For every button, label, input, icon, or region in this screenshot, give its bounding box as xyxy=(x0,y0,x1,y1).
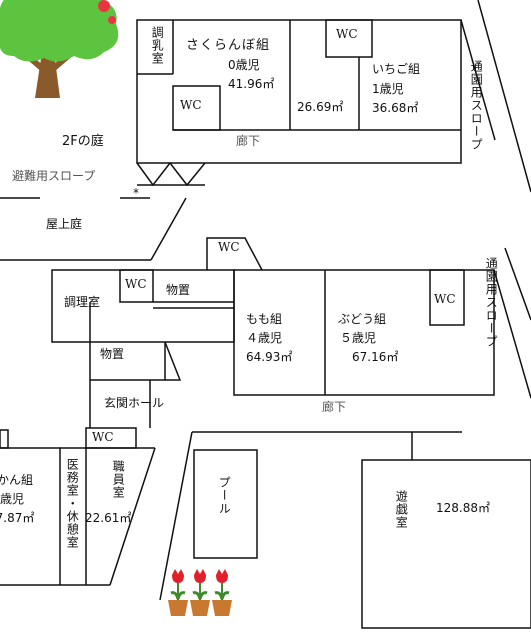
rooftop-garden-label: 屋上庭 xyxy=(46,217,83,231)
playroom-label: 遊戯室 xyxy=(394,490,409,529)
wc-top-1f xyxy=(206,237,263,271)
slope-line-bottom-right xyxy=(493,269,531,399)
rooftop-diagonal xyxy=(150,197,187,261)
wc-top-middle-label: WC xyxy=(336,27,358,41)
mikan-outline xyxy=(0,447,61,586)
slope-line-top-right xyxy=(477,0,531,193)
evac-slope-marks xyxy=(136,161,206,187)
budou-name: ぶどう組 xyxy=(338,312,387,326)
mikan-name: みかん組 xyxy=(0,473,34,487)
nursing-room-label: 調乳室 xyxy=(150,26,165,65)
wc-sakuranbo-label: WC xyxy=(180,98,202,112)
tulip-1 xyxy=(168,569,188,616)
momo-name: もも組 xyxy=(246,312,283,326)
wc-top-middle xyxy=(325,19,373,58)
ichigo-age: 1歳児 xyxy=(372,82,404,96)
building-2f-outline xyxy=(136,19,462,164)
entrance-hall-label: 玄関ホール xyxy=(104,396,165,410)
wc-kitchen-label: WC xyxy=(125,277,147,291)
tulip-2 xyxy=(190,569,210,616)
playroom-outline xyxy=(361,459,531,629)
slope-label-top: 通園用スロープ xyxy=(469,60,484,151)
tulip-3 xyxy=(212,569,232,616)
pool-label: プール xyxy=(217,476,232,515)
momo-age: ４歳児 xyxy=(246,331,283,345)
ichigo-name: いちご組 xyxy=(372,62,421,76)
medical-room-label: 医務室・休憩室 xyxy=(65,458,80,549)
tulip-pots-illustration xyxy=(168,569,232,616)
mikan-area: 57.87㎡ xyxy=(0,511,35,525)
evac-slope-label: 避難用スロープ xyxy=(12,169,96,183)
tree-trunk xyxy=(35,52,60,98)
sakuranbo-age: 0歳児 xyxy=(228,58,260,72)
budou-age: ５歳児 xyxy=(340,331,377,345)
staff-area-label: 22.61㎡ xyxy=(85,511,132,525)
apple xyxy=(98,0,110,12)
sakuranbo-area: 41.96㎡ xyxy=(228,77,275,91)
storage-top-label: 物置 xyxy=(166,283,191,297)
budou-area: 67.16㎡ xyxy=(352,350,399,364)
storage-bottom-label: 物置 xyxy=(100,347,125,361)
storage-outline xyxy=(89,342,166,381)
garden-2f-label: 2Fの庭 xyxy=(62,134,104,149)
mikan-age: ３歳児 xyxy=(0,492,25,506)
wc-kitchen xyxy=(119,269,154,303)
corridor-label-2f: 廊下 xyxy=(236,134,261,148)
sakuranbo-name: さくらんぼ組 xyxy=(186,38,271,53)
momo-area: 64.93㎡ xyxy=(246,350,293,364)
evac-slope-mark: * xyxy=(133,186,139,200)
wc-budou xyxy=(429,269,465,326)
apple-tree-illustration xyxy=(0,0,119,98)
ichigo-area: 36.68㎡ xyxy=(372,101,419,115)
wc-entrance-label: WC xyxy=(92,430,114,444)
staff-room-label: 職員室 xyxy=(111,460,126,499)
pool-outline xyxy=(193,449,258,559)
middle-area-label: 26.69㎡ xyxy=(297,100,344,114)
corridor-label-1f: 廊下 xyxy=(322,400,347,414)
staff-diagonal xyxy=(109,447,156,586)
slope-label-bottom: 通園用スロープ xyxy=(484,257,499,348)
tree-leaves xyxy=(0,0,119,62)
wc-budou-label: WC xyxy=(434,292,456,306)
kitchen-label: 調理室 xyxy=(64,295,101,309)
playroom-area-label: 128.88㎡ xyxy=(436,501,490,515)
wc-top-1f-label: WC xyxy=(218,240,240,254)
mikan-small-box xyxy=(0,429,9,449)
